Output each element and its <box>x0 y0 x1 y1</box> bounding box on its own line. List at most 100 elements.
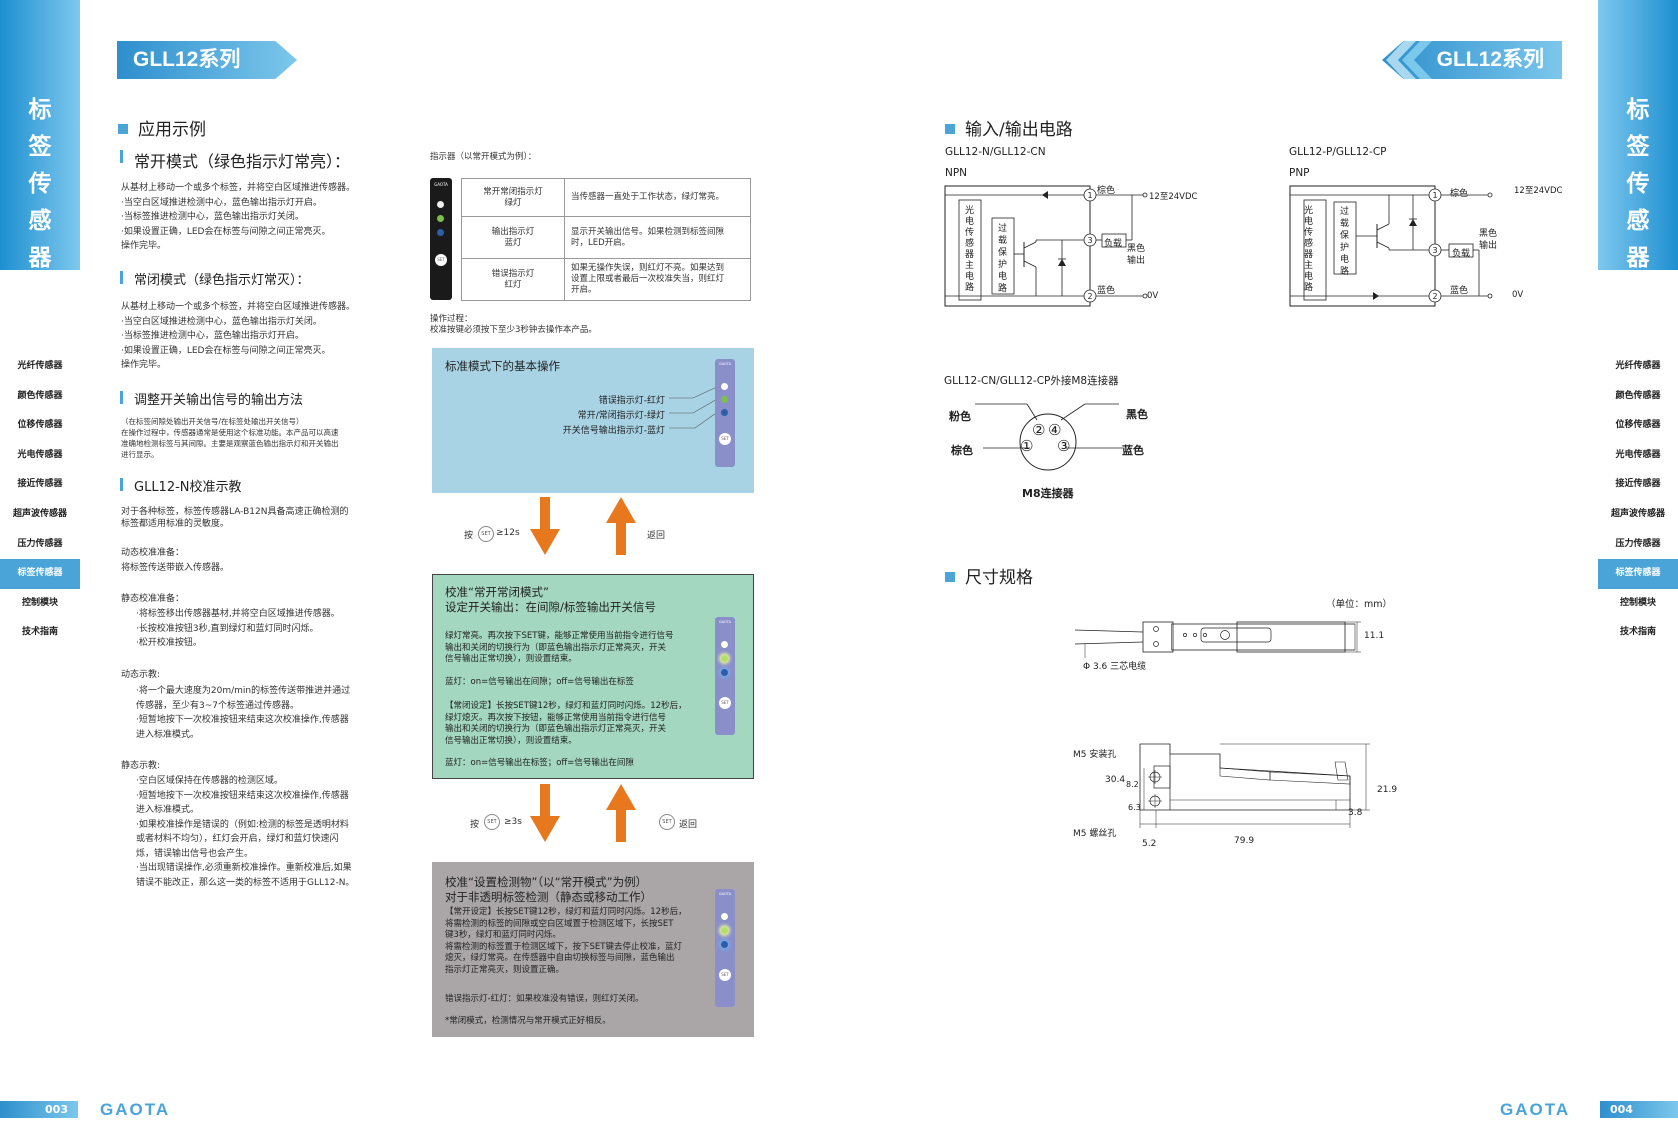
mode-no-title: 常开模式（绿色指示灯常亮）： <box>120 148 350 172</box>
dim-8-2: 8.2 <box>1126 780 1139 789</box>
nav-item-ultrasonic[interactable]: 超声波传感器 <box>12 508 67 519</box>
npn-voltage: 12至24VDC <box>1149 192 1198 202</box>
vtitle-char: 器 <box>1626 245 1650 271</box>
panel1-label-red: 错误指示灯-红灯 <box>598 396 665 406</box>
set-button-icon: SET <box>478 526 494 542</box>
dim-unit: （单位：mm） <box>1326 599 1393 610</box>
set-button-icon: SET <box>659 814 675 830</box>
page-number-right: 004 <box>1600 1101 1678 1118</box>
arrow1-return-label: 返回 <box>647 531 666 541</box>
panel3-device: GAOTA SET <box>715 889 735 1007</box>
nav-item-pressure[interactable]: 压力传感器 <box>17 538 63 549</box>
led-blue-flash <box>721 669 728 676</box>
panel-calib-no-nc: 校准“常开常闭模式” 设定开关输出：在间隙/标签输出开关信号 绿灯常亮。再次按下… <box>432 574 754 779</box>
dim-5-2: 5.2 <box>1142 839 1157 849</box>
led-blue-flash <box>721 941 728 948</box>
indicator-name: 错误指示灯 红灯 <box>461 258 565 301</box>
led-white <box>721 383 728 390</box>
nav-item-control[interactable]: 控制模块 <box>1619 597 1656 608</box>
calib-intro: 对于各种标签，标签传感器LA-B12N具备高速正确检测的 标签都适用标准的灵敏度… <box>121 507 349 529</box>
mode-nc-text: 从基材上移动一个或多个标签，并将空白区域推进传感器。 ·当空白区域推进检测中心，… <box>121 302 356 370</box>
connector-title: GLL12-CN/GLL12-CP外接M8连接器 <box>944 375 1119 387</box>
vtitle-char: 感 <box>1626 208 1650 234</box>
conn-pin-1: ① <box>1020 437 1034 455</box>
nav-item-proximity[interactable]: 接近传感器 <box>17 479 63 490</box>
panel2-text4: 蓝灯：on=信号输出在标签；off=信号输出在间隙 <box>445 758 634 768</box>
indicator-table: 常开常闭指示灯 绿灯 当传感器一直处于工作状态，绿灯常亮。 输出指示灯 蓝灯 显… <box>461 178 751 301</box>
pnp-load: 负载 <box>1452 249 1471 259</box>
left-side-nav: 光纤传感器 颜色传感器 位移传感器 光电传感器 接近传感器 超声波传感器 压力传… <box>0 352 80 648</box>
panel2-text2: 蓝灯：on=信号输出在间隙；off=信号输出在标签 <box>445 677 634 687</box>
npn-circuit-diagram: 1 3 2 <box>944 185 1148 307</box>
nav-item-fiber[interactable]: 光纤传感器 <box>1615 361 1661 371</box>
panel1-title: 标准模式下的基本操作 <box>445 359 560 373</box>
table-row: 输出指示灯 蓝灯 显示开关输出信号。如果检测到标签间隙 时，LED开启。 <box>461 216 751 259</box>
nav-item-color[interactable]: 颜色传感器 <box>1615 390 1661 401</box>
dyn-prep-title: 动态校准准备： <box>121 548 185 558</box>
mode-nc-title: 常闭模式（绿色指示灯常灭）： <box>120 269 310 288</box>
page-number-left: 003 <box>0 1101 78 1118</box>
dim-11-1: 11.1 <box>1364 631 1385 641</box>
npn-blue: 蓝色 <box>1097 286 1116 296</box>
adjust-title: 调整开关输出信号的输出方法 <box>120 389 303 408</box>
nav-item-photoelectric[interactable]: 光电传感器 <box>1615 449 1661 460</box>
led-white <box>721 913 728 920</box>
vtitle-char: 签 <box>28 134 52 160</box>
dyn-demo-text: ·将一个最大速度为20m/min的标签传送带推进并通过 传感器，至少有3~7个标… <box>136 686 351 740</box>
panel1-label-green: 常开/常闭指示灯-绿灯 <box>577 411 665 421</box>
npn-label: NPN <box>945 167 968 179</box>
device-set-button: SET <box>435 254 447 266</box>
dim-cable: Φ 3.6 三芯电缆 <box>1083 662 1147 672</box>
m8-connector-diagram <box>975 403 1123 471</box>
dyn-demo-title: 动态示教: <box>121 670 161 680</box>
dim-3-8: 3.8 <box>1348 808 1363 818</box>
nav-item-guide[interactable]: 技术指南 <box>21 627 58 638</box>
panel-calib-object: 校准“设置检测物”（以“常开模式”为例） 对于非透明标签检测（静态或移动工作） … <box>432 862 754 1037</box>
nav-item-displacement[interactable]: 位移传感器 <box>17 420 63 431</box>
nav-item-displacement[interactable]: 位移传感器 <box>1615 420 1661 431</box>
pnp-main-circuit: 光电传感器主电路 <box>1304 206 1314 293</box>
npn-main-circuit: 光电传感器主电路 <box>965 206 975 293</box>
arrow-up-1 <box>606 497 636 555</box>
pnp-circuit-diagram: 1 3 2 <box>1289 185 1493 307</box>
device-brand: GAOTA <box>434 182 448 187</box>
pin-num: 1 <box>1432 191 1437 200</box>
nav-item-guide[interactable]: 技术指南 <box>1619 627 1656 638</box>
arrow2-press-label: 按 <box>470 820 480 830</box>
pnp-black-output: 黑色 输出 <box>1479 229 1498 251</box>
left-vertical-title: 标 签 传 感 器 <box>0 92 80 277</box>
led-green-flash <box>721 655 728 662</box>
panel3-text3: *常闭模式，检测情况与常开模式正好相反。 <box>445 1016 611 1026</box>
pnp-voltage: 12至24VDC <box>1514 186 1563 196</box>
arrow-down-1 <box>530 497 560 555</box>
led-white <box>721 641 728 648</box>
nav-item-photoelectric[interactable]: 光电传感器 <box>17 449 63 460</box>
nav-item-fiber[interactable]: 光纤传感器 <box>17 361 63 371</box>
nav-item-control[interactable]: 控制模块 <box>21 597 58 608</box>
nav-item-color[interactable]: 颜色传感器 <box>17 390 63 401</box>
indicator-desc: 显示开关输出信号。如果检测到标签间隙 时，LED开启。 <box>564 216 751 259</box>
dim-30-4: 30.4 <box>1105 775 1126 785</box>
panel2-device: GAOTA SET <box>715 617 735 735</box>
conn-pin-3: ③ <box>1057 437 1071 455</box>
panel3-title: 校准“设置检测物”（以“常开模式”为例） 对于非透明标签检测（静态或移动工作） <box>445 875 652 904</box>
nav-item-proximity[interactable]: 接近传感器 <box>1615 479 1661 490</box>
nav-item-label[interactable]: 标签传感器 <box>0 559 80 589</box>
conn-pink: 粉色 <box>949 410 971 423</box>
arrow2-time-label: ≥3s <box>504 817 522 827</box>
nav-item-ultrasonic[interactable]: 超声波传感器 <box>1610 508 1665 519</box>
indicator-name: 常开常闭指示灯 绿灯 <box>461 178 565 217</box>
conn-name: M8连接器 <box>1022 487 1074 500</box>
conn-brown: 棕色 <box>951 444 973 457</box>
npn-load: 负载 <box>1104 239 1123 249</box>
npn-black-output: 黑色 输出 <box>1127 244 1146 266</box>
section-title-io: 输入/输出电路 <box>945 115 1073 140</box>
banner-chevrons <box>1386 41 1432 79</box>
dyn-prep-text: 将标签传送带嵌入传感器。 <box>121 563 230 573</box>
nav-item-pressure[interactable]: 压力传感器 <box>1615 538 1661 549</box>
dim-m5-mount: M5 安装孔 <box>1073 750 1117 760</box>
right-side-nav: 光纤传感器 颜色传感器 位移传感器 光电传感器 接近传感器 超声波传感器 压力传… <box>1598 352 1678 648</box>
pnp-label: PNP <box>1289 167 1310 179</box>
conn-blue: 蓝色 <box>1122 444 1144 457</box>
nav-item-label[interactable]: 标签传感器 <box>1598 559 1678 589</box>
